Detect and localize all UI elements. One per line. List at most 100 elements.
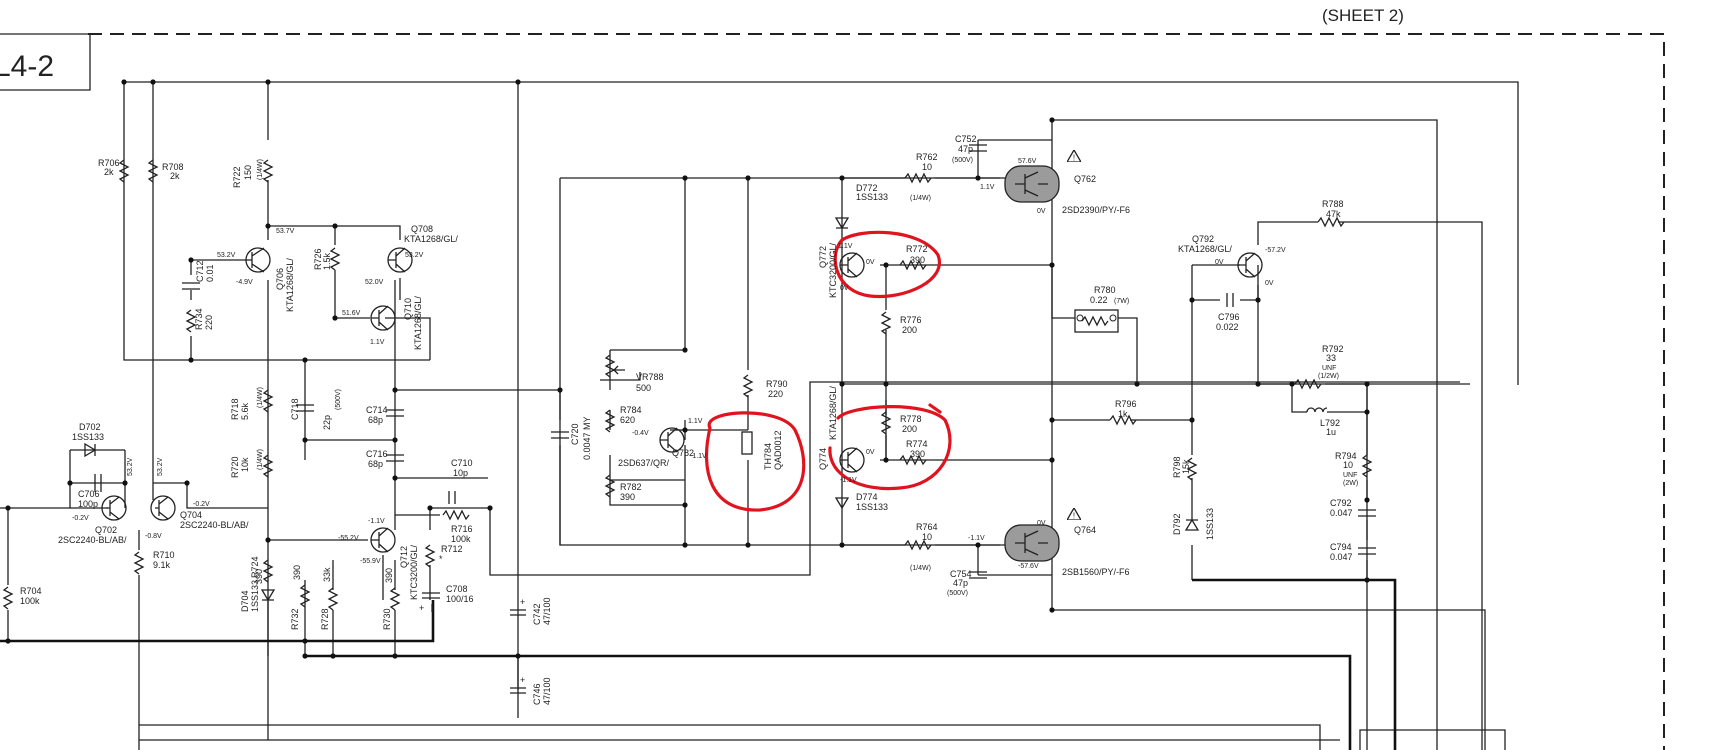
svg-text:-0.8V: -0.8V [145,533,162,540]
capacitor-c712 [182,282,200,290]
svg-text:68p: 68p [368,459,383,469]
sheet-label: (SHEET 2) [1322,6,1404,25]
svg-text:(500V): (500V) [952,157,973,164]
svg-text:(500V): (500V) [335,389,342,410]
svg-text:Q704: Q704 [180,510,202,520]
diode-d772 [834,217,850,230]
svg-text:R720: R720 [230,456,240,478]
svg-text:Q764: Q764 [1074,525,1096,535]
svg-text:10: 10 [922,532,932,542]
svg-text:150: 150 [243,165,253,180]
capacitor-c742 [510,609,526,616]
svg-text:2SD637/QR/: 2SD637/QR/ [618,458,670,468]
svg-text:0.0047 MY: 0.0047 MY [582,416,592,460]
resistor-r732 [299,584,311,608]
svg-text:UNF: UNF [1322,365,1336,372]
svg-text:Q774: Q774 [818,448,828,470]
svg-text:0V: 0V [840,285,849,292]
transistor-q772 [839,252,865,278]
svg-text:2SC2240-BL/AB/: 2SC2240-BL/AB/ [58,535,127,545]
svg-text:R722: R722 [232,166,242,188]
svg-text:-1.1V: -1.1V [840,477,857,484]
svg-text:390: 390 [384,568,394,583]
voltage-labels: 53.7V 53.2V -4.9V 52.0V 53.2V 51.6V 1.1V… [72,158,1286,570]
svg-text:200: 200 [902,424,917,434]
transistor-q782 [659,427,685,453]
svg-text:D704: D704 [240,590,250,612]
svg-text:53.7V: 53.7V [276,228,295,235]
svg-text:C710: C710 [451,458,473,468]
resistor-r782 [604,474,616,498]
resistor-r718 [262,389,274,413]
svg-text:1.1V: 1.1V [838,243,853,250]
svg-text:+: + [520,597,525,607]
svg-text:Q762: Q762 [1074,174,1096,184]
svg-text:C746: C746 [532,683,542,705]
svg-text:100/16: 100/16 [446,594,474,604]
svg-text:D702: D702 [79,422,101,432]
svg-text:C712: C712 [195,260,205,282]
transistor-q706 [240,247,271,273]
svg-text:R730: R730 [382,608,392,630]
svg-text:2k: 2k [170,171,180,181]
transistor-q764 [1004,524,1060,562]
svg-text:C796: C796 [1218,312,1240,322]
svg-text:1SS133: 1SS133 [856,192,888,202]
svg-text:200: 200 [902,325,917,335]
resistor-r784 [604,409,616,433]
svg-text:10: 10 [922,162,932,172]
svg-text:D774: D774 [856,492,878,502]
svg-text:57.6V: 57.6V [1018,158,1037,165]
resistor-r796 [1109,414,1137,426]
svg-text:390: 390 [620,492,635,502]
svg-text:(1/4W): (1/4W) [257,159,264,180]
svg-text:1SS133: 1SS133 [250,580,260,612]
resistor-r708 [147,159,159,183]
capacitor-c706 [94,474,102,492]
svg-text:L792: L792 [1320,418,1340,428]
svg-text:68p: 68p [368,415,383,425]
svg-text:-1.1V: -1.1V [690,453,707,460]
svg-text:-0.2V: -0.2V [72,515,89,522]
thermistor-th784 [741,431,753,455]
svg-text:390: 390 [292,565,302,580]
svg-text:C742: C742 [532,603,542,625]
resistor-r764 [904,539,932,551]
svg-text:2SD2390/PY/-F6: 2SD2390/PY/-F6 [1062,205,1130,215]
svg-text:R734: R734 [194,308,204,330]
svg-text:0.22: 0.22 [1090,295,1108,305]
svg-text:R710: R710 [153,550,175,560]
resistor-r790 [742,374,754,398]
svg-text:-57.6V: -57.6V [1018,563,1039,570]
svg-text:R780: R780 [1094,285,1116,295]
svg-text:53.2V: 53.2V [127,457,134,476]
diode-d702 [84,442,97,458]
svg-text:R798: R798 [1172,456,1182,478]
svg-text:C794: C794 [1330,542,1352,552]
junctions [5,79,1370,659]
svg-text:10k: 10k [240,457,250,472]
svg-text:D792: D792 [1172,513,1182,535]
svg-text:R790: R790 [766,379,788,389]
capacitor-c710 [448,491,456,504]
resistor-r792 [1294,378,1322,390]
capacitor-c754 [969,571,987,579]
resistor-r794 [1361,454,1373,478]
svg-text:D772: D772 [856,183,878,193]
capacitor-c792 [1358,509,1376,517]
svg-text:53.2V: 53.2V [405,252,424,259]
svg-text:C752: C752 [955,134,977,144]
svg-text:1SS133: 1SS133 [72,432,104,442]
wiring [0,81,1519,750]
svg-text:52.0V: 52.0V [365,279,384,286]
transistor-q712 [370,527,396,553]
capacitor-c708 [422,592,440,612]
transistors [101,150,1263,562]
svg-text:620: 620 [620,415,635,425]
svg-text:1u: 1u [1326,427,1336,437]
svg-text:47/100: 47/100 [542,677,552,705]
svg-text:KTC3200/GL/: KTC3200/GL/ [828,242,838,298]
svg-text:-57.2V: -57.2V [1265,247,1286,254]
